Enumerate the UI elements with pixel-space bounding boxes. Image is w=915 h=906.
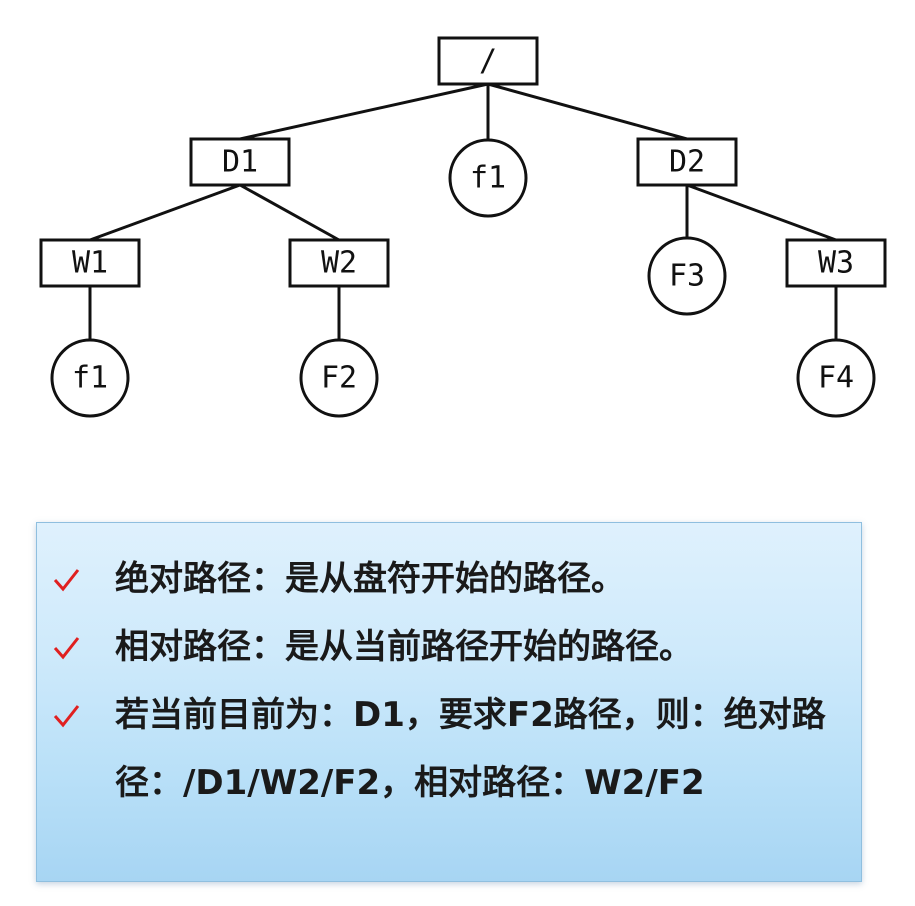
directory-node-box — [288, 238, 390, 288]
node-w2: W2 — [288, 238, 390, 288]
check-mark-stroke — [53, 705, 80, 728]
node-w1-f1: f1 — [50, 338, 130, 418]
node-label: f1 — [72, 361, 108, 396]
node-root-f1: f1 — [448, 138, 528, 218]
check-mark-stroke — [53, 569, 80, 592]
node-f4: F4 — [796, 338, 876, 418]
bullet-text-relative-path: 相对路径：是从当前路径开始的路径。 — [115, 627, 693, 667]
node-root: / — [437, 36, 539, 86]
directory-node-box — [785, 238, 887, 288]
node-d1: D1 — [189, 137, 291, 187]
file-node-circle — [448, 138, 528, 218]
node-d2: D2 — [636, 137, 738, 187]
directory-node-box — [189, 137, 291, 187]
file-node-circle — [796, 338, 876, 418]
check-mark-stroke — [53, 637, 80, 660]
node-label: D2 — [669, 145, 705, 180]
check-icon — [53, 637, 80, 660]
node-label: W3 — [818, 246, 854, 281]
node-label: f1 — [470, 161, 506, 196]
file-node-circle — [299, 338, 379, 418]
edge-root-d1 — [239, 82, 489, 141]
edge-root-d2 — [487, 82, 688, 141]
node-label: / — [479, 44, 497, 79]
directory-node-box — [39, 238, 141, 288]
path-explanation-box: 绝对路径：是从盘符开始的路径。 相对路径：是从当前路径开始的路径。 若当前目前为… — [36, 522, 862, 882]
node-label: F3 — [669, 259, 705, 294]
node-label: D1 — [222, 145, 258, 180]
edge-d1-w1 — [89, 183, 241, 242]
check-icon — [53, 569, 80, 592]
edge-d2-w3 — [686, 183, 837, 242]
edge-d1-w2 — [239, 183, 340, 242]
bullet-text-example: 若当前目前为：D1，要求F2路径，则：绝对路径：/D1/W2/F2，相对路径：W… — [115, 695, 826, 803]
node-label: F2 — [321, 361, 357, 396]
directory-node-box — [437, 36, 539, 86]
node-w3: W3 — [785, 238, 887, 288]
node-label: W2 — [321, 246, 357, 281]
node-label: F4 — [818, 361, 854, 396]
node-f2: F2 — [299, 338, 379, 418]
file-node-circle — [647, 236, 727, 316]
file-node-circle — [50, 338, 130, 418]
bullet-text-absolute-path: 绝对路径：是从盘符开始的路径。 — [115, 559, 625, 599]
node-label: W1 — [72, 246, 108, 281]
directory-node-box — [636, 137, 738, 187]
node-w1: W1 — [39, 238, 141, 288]
check-icon — [53, 705, 80, 728]
node-f3: F3 — [647, 236, 727, 316]
